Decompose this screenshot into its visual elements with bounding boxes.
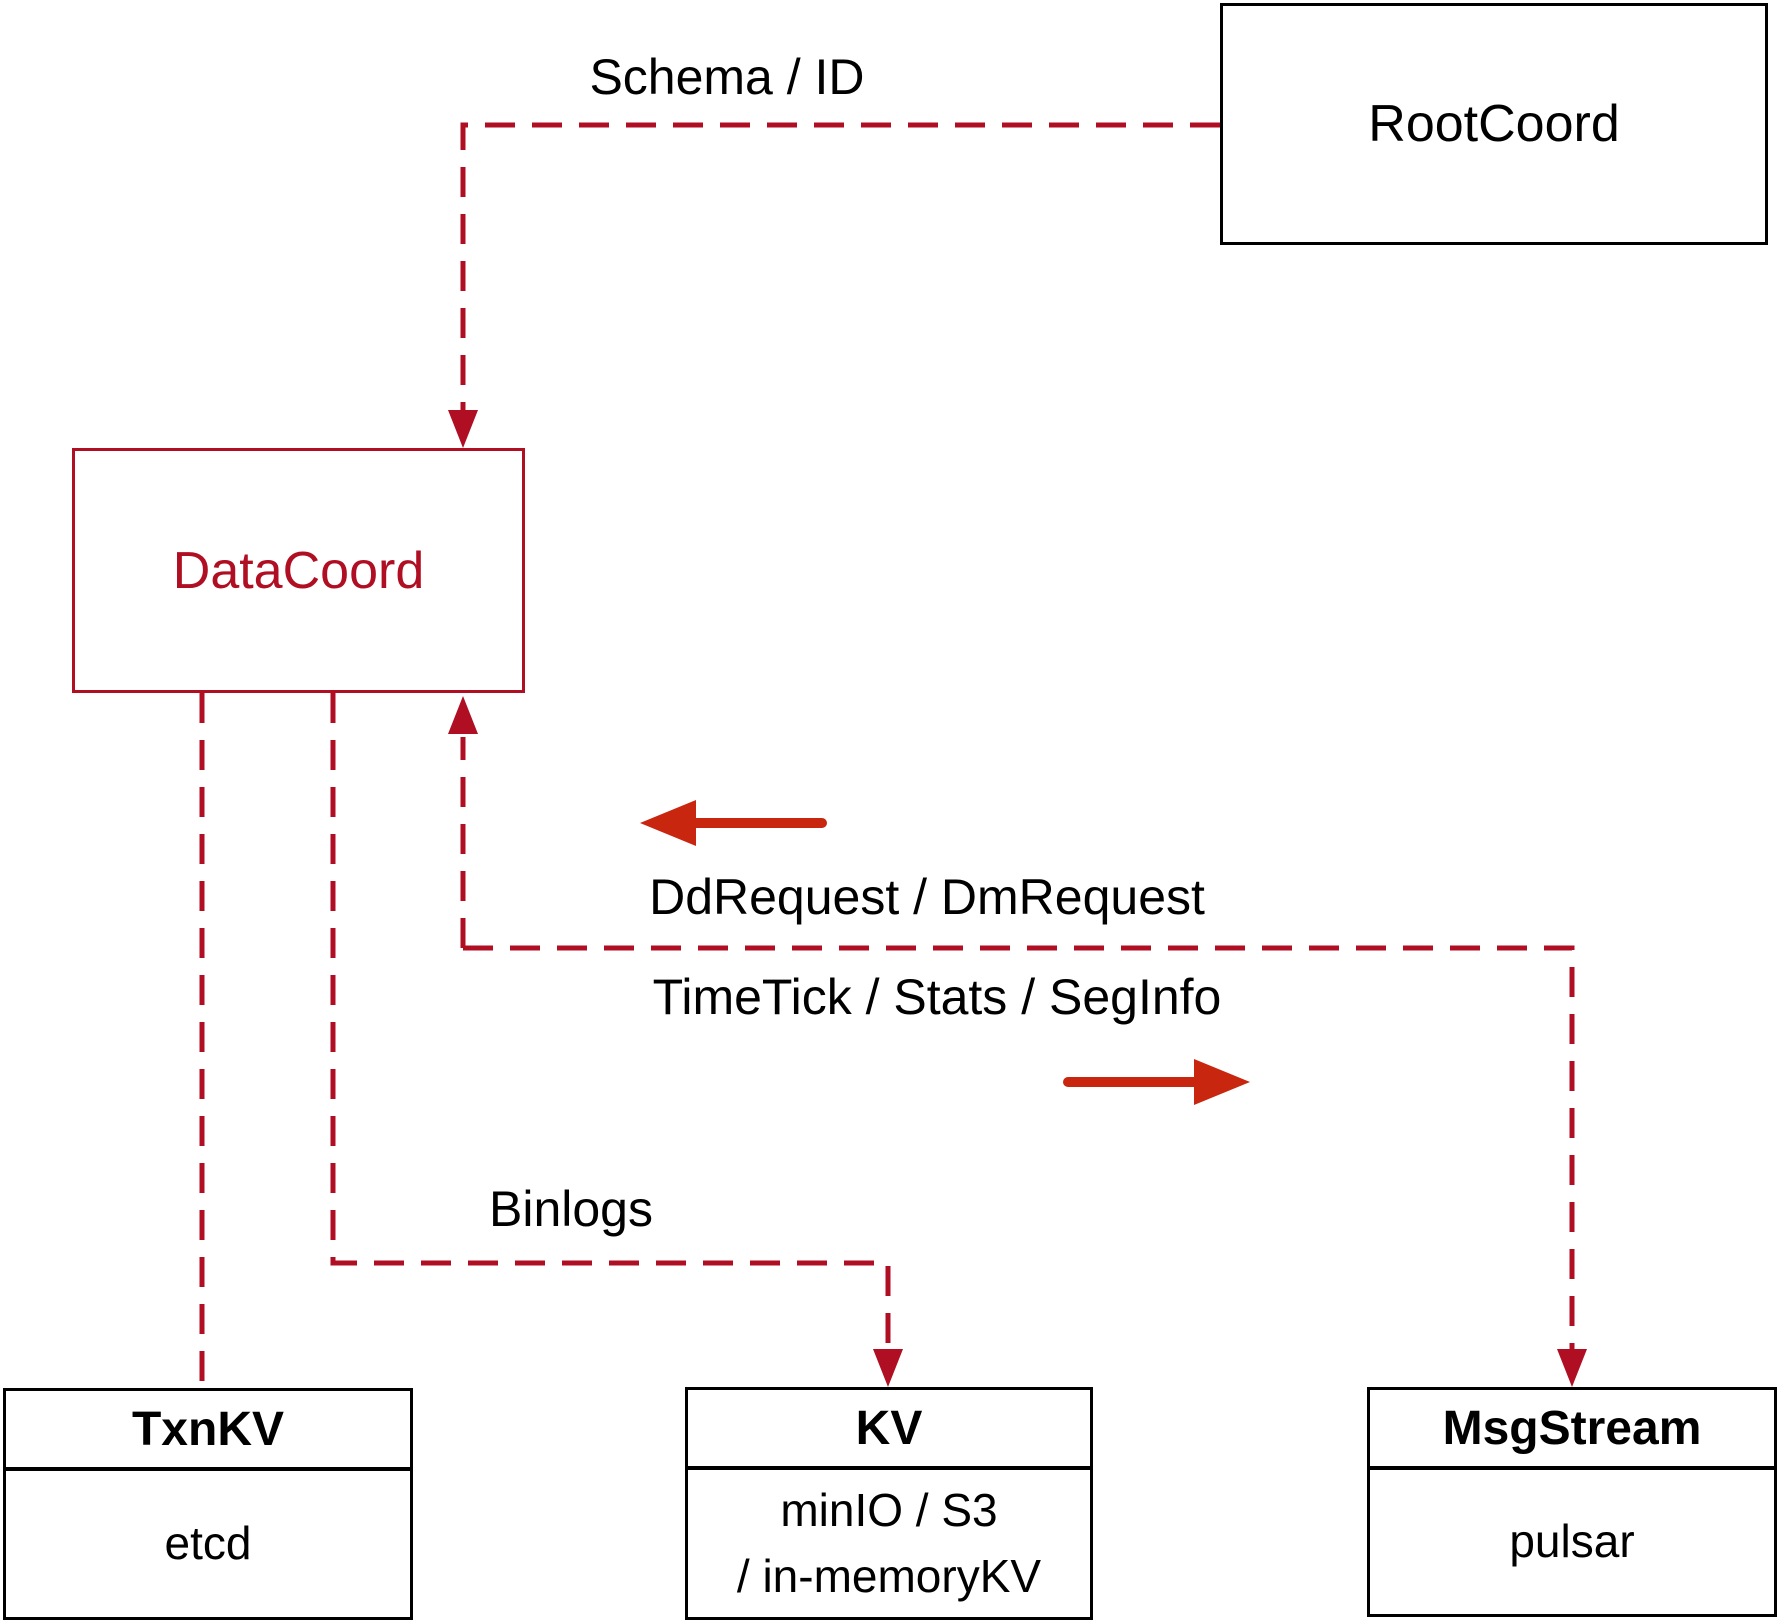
msgstream-body: pulsar xyxy=(1370,1470,1774,1614)
schema-id-edge-label: Schema / ID xyxy=(589,49,865,105)
datacoord-node: DataCoord xyxy=(72,448,525,693)
right-direction-arrow-head xyxy=(1194,1059,1250,1105)
rootcoord-node: RootCoord xyxy=(1220,3,1768,245)
connector-rootcoord-to-datacoord xyxy=(460,122,1220,415)
txnkv-node: TxnKV etcd xyxy=(3,1388,413,1620)
kv-node: KV minIO / S3 / in-memoryKV xyxy=(685,1387,1093,1620)
rootcoord-label: RootCoord xyxy=(1368,95,1620,153)
datacoord-label: DataCoord xyxy=(172,541,425,600)
arrowhead-into-datacoord-top xyxy=(448,410,478,448)
arrowhead-into-msgstream-top xyxy=(1557,1349,1587,1387)
txnkv-impl-label: etcd xyxy=(164,1517,252,1570)
arrowhead-into-datacoord-bottom xyxy=(448,696,478,734)
txnkv-title: TxnKV xyxy=(6,1391,410,1471)
kv-impl-line-1: minIO / S3 xyxy=(780,1484,998,1537)
msgstream-impl-label: pulsar xyxy=(1509,1515,1635,1568)
ddrequest-edge-label: DdRequest / DmRequest xyxy=(649,869,1205,925)
binlogs-edge-label: Binlogs xyxy=(489,1181,653,1237)
kv-body: minIO / S3 / in-memoryKV xyxy=(688,1470,1090,1617)
timetick-edge-label: TimeTick / Stats / SegInfo xyxy=(652,969,1222,1025)
arrowhead-into-kv-top xyxy=(873,1349,903,1387)
msgstream-title: MsgStream xyxy=(1370,1390,1774,1470)
left-direction-arrow-head xyxy=(640,800,696,846)
txnkv-body: etcd xyxy=(6,1471,410,1617)
kv-title: KV xyxy=(688,1390,1090,1470)
msgstream-node: MsgStream pulsar xyxy=(1367,1387,1777,1617)
kv-impl-line-2: / in-memoryKV xyxy=(736,1549,1042,1602)
